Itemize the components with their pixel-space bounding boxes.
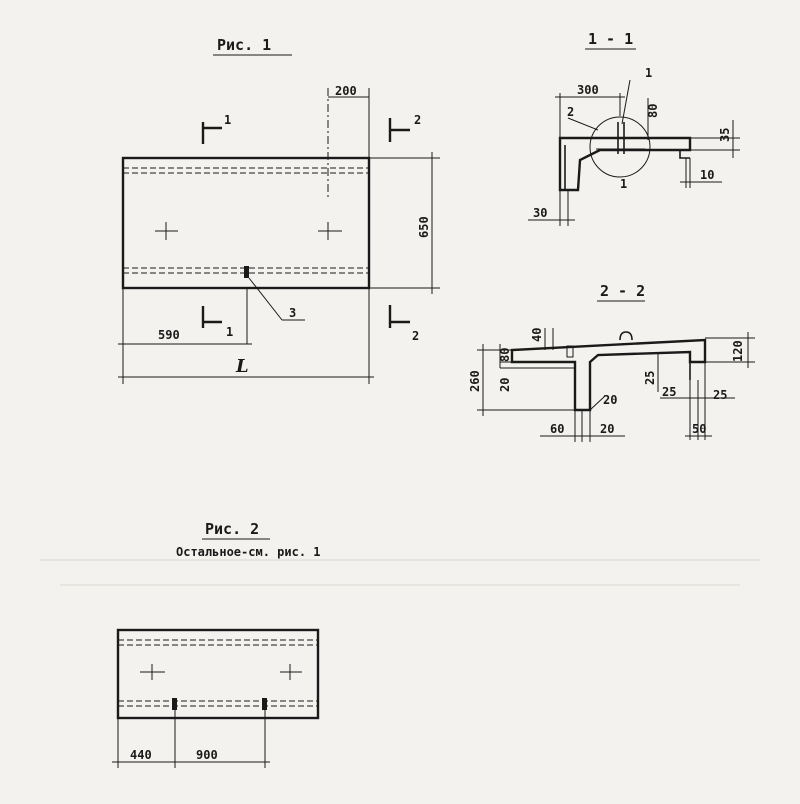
- figure-2-title: Рис. 2: [205, 520, 259, 538]
- section-1-1-title: 1 - 1: [588, 30, 633, 48]
- callout-1-bottom: 1: [620, 177, 627, 191]
- dim-80-left: 80: [498, 348, 512, 362]
- callout-1-top: 1: [645, 66, 652, 80]
- figure-2-note: Остальное-см. рис. 1: [176, 545, 321, 559]
- dim-60: 60: [550, 422, 564, 436]
- dim-20-a: 20: [603, 393, 617, 407]
- detail-circle: [589, 116, 651, 178]
- slab-outline: [121, 156, 371, 290]
- section-mark-2-top: [388, 118, 410, 142]
- slab-2-cross-left: [140, 664, 165, 680]
- section-2-2-insert: [566, 345, 574, 358]
- slab-2-insert-right: [262, 698, 267, 710]
- dim-30: 30: [533, 206, 547, 220]
- section-2-2-loop: [619, 331, 633, 341]
- dim-25-a: 25: [662, 385, 676, 399]
- section-2-top-label: 2: [414, 113, 421, 127]
- dim-20-b: 20: [600, 422, 614, 436]
- section-1-1-flange: [679, 150, 690, 159]
- dim-L: L: [235, 356, 249, 377]
- dim-260: 260: [468, 370, 482, 392]
- section-mark-1-top: [201, 122, 222, 144]
- centre-cross-right: [318, 222, 342, 240]
- slab-2-cross-right: [280, 664, 302, 680]
- section-1-bottom-label: 1: [226, 325, 233, 339]
- dim-590: 590: [158, 328, 180, 342]
- section-2-2-title: 2 - 2: [600, 282, 645, 300]
- centre-cross-left: [155, 222, 178, 240]
- insert-mark: [244, 266, 249, 278]
- dim-440: 440: [130, 748, 152, 762]
- section-1-top-label: 1: [224, 113, 231, 127]
- leader-1-top: [621, 79, 631, 125]
- section-2-2: 2 - 2 40 120 260 80 20 25 25: [468, 282, 755, 442]
- dim-300: 300: [577, 83, 599, 97]
- dim-120: 120: [731, 340, 745, 362]
- slab-2-insert-left: [172, 698, 177, 710]
- dim-650: 650: [417, 216, 431, 238]
- dim-900: 900: [196, 748, 218, 762]
- dim-40: 40: [530, 328, 544, 342]
- dim-25-b: 25: [713, 388, 727, 402]
- dim-50: 50: [692, 422, 706, 436]
- figure-2: Рис. 2 Остальное-см. рис. 1 440 900: [112, 520, 321, 768]
- callout-3: 3: [289, 306, 296, 320]
- figure-1-title: Рис. 1: [217, 36, 271, 54]
- dim-35: 35: [718, 128, 732, 142]
- dim-10: 10: [700, 168, 714, 182]
- dim-200: 200: [335, 84, 357, 98]
- dim-20-left: 20: [498, 378, 512, 392]
- section-2-2-profile: [510, 338, 707, 412]
- leader-3: [248, 277, 283, 321]
- figure-1: Рис. 1 200 650 1: [118, 36, 440, 384]
- slab-2-outline: [116, 628, 320, 720]
- section-2-bottom-label: 2: [412, 329, 419, 343]
- section-mark-1-bottom: [201, 306, 222, 328]
- dim-80: 80: [646, 104, 660, 118]
- callout-2: 2: [567, 105, 574, 119]
- section-mark-2-bottom: [388, 305, 410, 328]
- leader-2: [567, 117, 599, 131]
- section-1-1: 1 - 1 300 1 2 80 35 10: [528, 30, 740, 226]
- dim-25-mid: 25: [643, 371, 657, 385]
- section-1-1-profile: [558, 136, 692, 192]
- leader-20-a: [589, 395, 606, 411]
- paper-texture: [40, 559, 760, 586]
